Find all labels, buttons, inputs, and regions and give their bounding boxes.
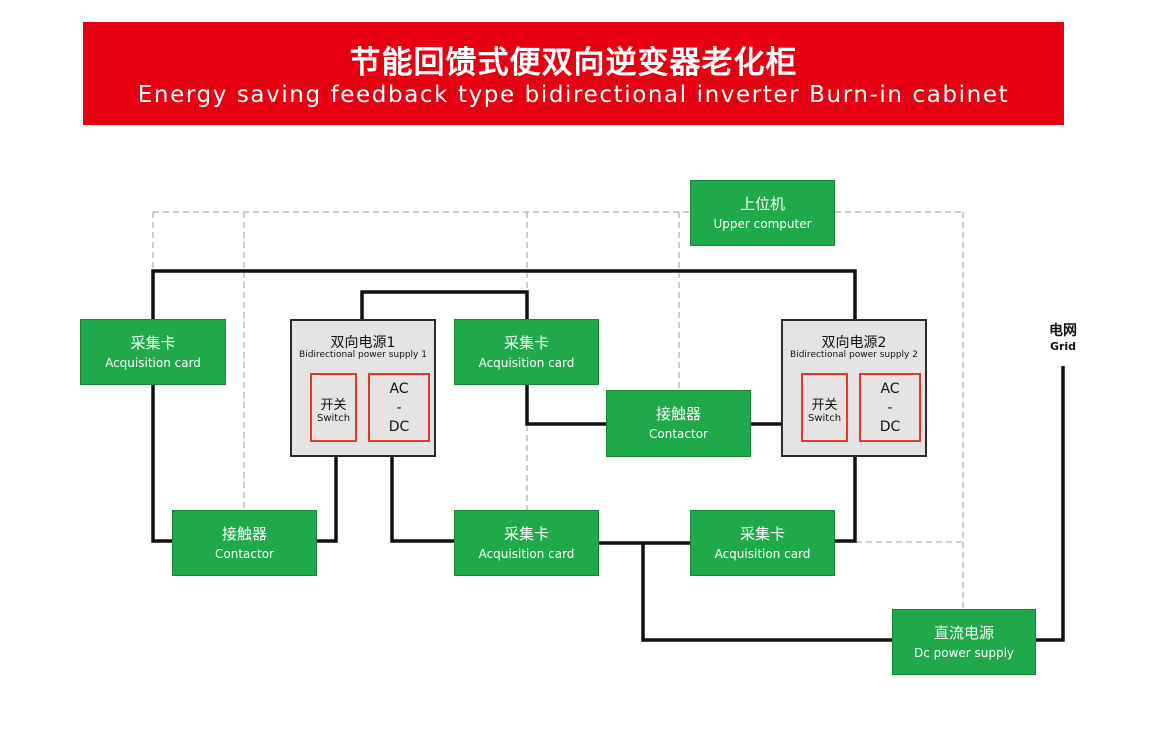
contactor-label: 接触器 <box>655 405 701 423</box>
contactor-middle: 接触器 Contactor <box>606 390 751 457</box>
dc-power-supply-label: 直流电源 <box>933 623 994 642</box>
dc-power-supply-english: Dc power supply <box>913 645 1015 660</box>
upper-computer-box: 上位机 Upper computer <box>690 180 835 246</box>
grid-label-english: Grid <box>1049 340 1077 353</box>
contactor-english: Contactor <box>649 427 708 441</box>
psu2-switch-label: 开关 <box>811 398 838 413</box>
psu2-label: 双向电源2 <box>821 335 887 351</box>
contactor-label: 接触器 <box>221 524 267 543</box>
upper-computer-label: 上位机 <box>739 194 785 213</box>
grid-label: 电网 Grid <box>1039 323 1087 353</box>
acquisition-card-english: Acquisition card <box>714 546 811 561</box>
grid-label-chinese: 电网 <box>1049 323 1077 339</box>
psu2-dash-text: - <box>887 400 893 416</box>
upper-computer-english: Upper computer <box>713 216 812 231</box>
acquisition-card-right-bottom: 采集卡 Acquisition card <box>690 510 835 576</box>
bidirectional-power-supply-1: 双向电源1 Bidirectional power supply 1 开关 Sw… <box>290 319 436 457</box>
psu2-english: Bidirectional power supply 2 <box>790 350 918 360</box>
acquisition-card-label: 采集卡 <box>503 524 549 543</box>
acquisition-card-label: 采集卡 <box>503 333 549 352</box>
bidirectional-power-supply-2: 双向电源2 Bidirectional power supply 2 开关 Sw… <box>781 319 927 457</box>
dc-power-supply-box: 直流电源 Dc power supply <box>892 609 1036 675</box>
psu1-ac-dc: AC - DC <box>368 373 430 442</box>
psu2-switch: 开关 Switch <box>801 373 848 442</box>
psu1-switch-english: Switch <box>316 413 351 424</box>
psu1-switch: 开关 Switch <box>310 373 357 442</box>
title-banner: 节能回馈式便双向逆变器老化柜 Energy saving feedback ty… <box>83 22 1064 125</box>
psu1-dash-text: - <box>396 400 402 416</box>
psu2-switch-english: Switch <box>807 413 842 424</box>
power-lines <box>151 269 1065 642</box>
acquisition-card-middle-bottom: 采集卡 Acquisition card <box>454 510 599 576</box>
psu2-dc-text: DC <box>879 419 901 435</box>
acquisition-card-left: 采集卡 Acquisition card <box>80 319 226 385</box>
acquisition-card-english: Acquisition card <box>105 355 201 370</box>
title-english: Energy saving feedback type bidirectiona… <box>137 82 1010 108</box>
psu1-ac-text: AC <box>389 381 409 397</box>
acquisition-card-middle-top: 采集卡 Acquisition card <box>454 319 599 385</box>
psu1-label: 双向电源1 <box>330 335 396 351</box>
title-chinese: 节能回馈式便双向逆变器老化柜 <box>349 45 798 81</box>
psu1-switch-label: 开关 <box>320 398 347 413</box>
contactor-left: 接触器 Contactor <box>172 510 317 576</box>
contactor-english: Contactor <box>215 546 274 561</box>
acquisition-card-label: 采集卡 <box>130 333 176 352</box>
psu2-ac-dc: AC - DC <box>859 373 921 442</box>
acquisition-card-english: Acquisition card <box>478 355 575 370</box>
acquisition-card-english: Acquisition card <box>478 546 575 561</box>
psu1-english: Bidirectional power supply 1 <box>299 350 427 360</box>
acquisition-card-label: 采集卡 <box>739 524 785 543</box>
psu1-dc-text: DC <box>388 419 410 435</box>
psu2-ac-text: AC <box>880 381 900 397</box>
